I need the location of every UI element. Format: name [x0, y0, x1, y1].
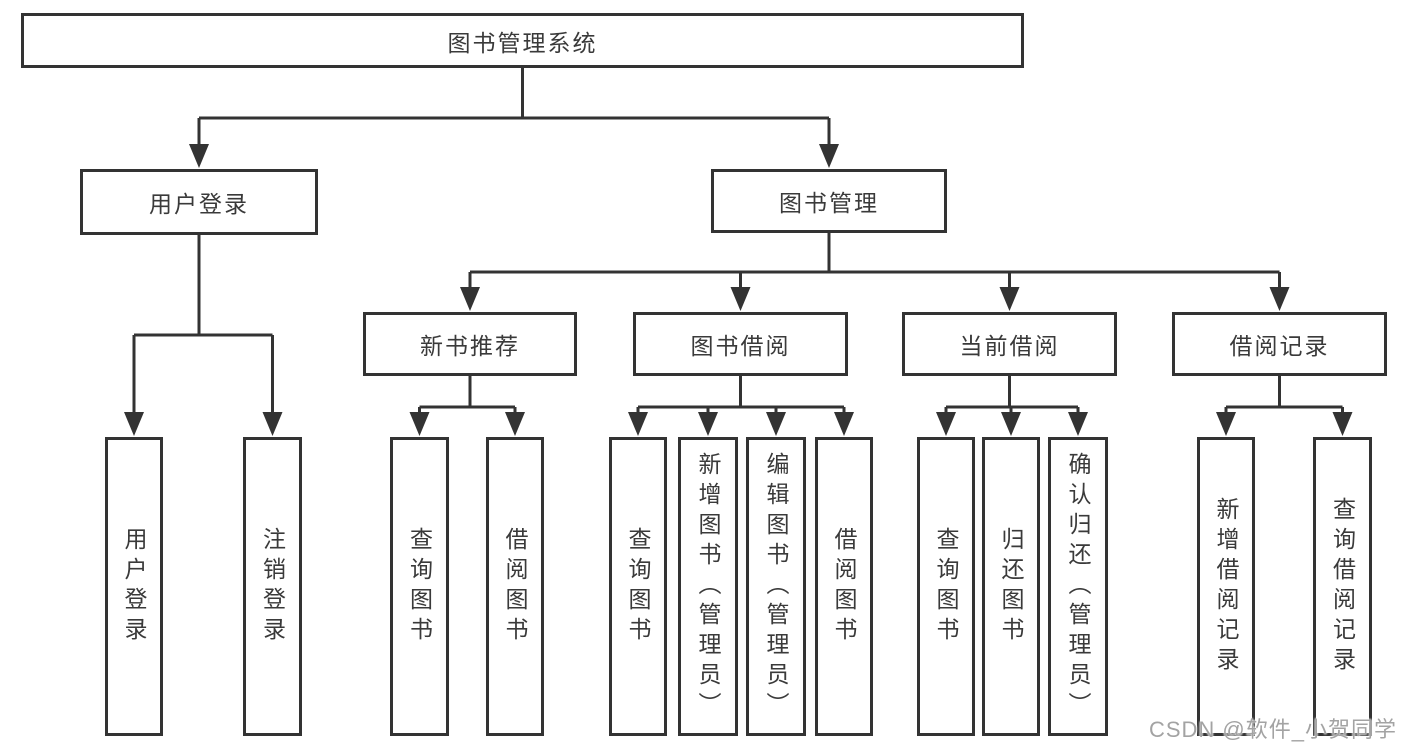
node-add-borrow-record: 新增借阅记录 [1197, 437, 1255, 736]
node-query-books-current: 查询图书 [917, 437, 975, 736]
node-borrow-books-leaf: 借阅图书 [815, 437, 873, 736]
node-query-books-recommend: 查询图书 [390, 437, 449, 736]
arrowhead [189, 144, 209, 168]
node-query-books-borrow: 查询图书 [609, 437, 667, 736]
arrowhead [1068, 412, 1088, 436]
connector-user-login-arrows [124, 412, 283, 436]
connector-user-login [132, 235, 274, 414]
arrowhead [460, 287, 480, 311]
node-logout: 注销登录 [243, 437, 302, 736]
arrowhead [1332, 412, 1353, 436]
node-book-borrow: 图书借阅 [633, 312, 848, 376]
node-user-login-leaf: 用户登录 [105, 437, 163, 736]
node-user-login: 用户登录 [80, 169, 318, 235]
connector-book-borrow [636, 376, 846, 414]
node-book-management: 图书管理 [711, 169, 947, 233]
node-new-book-recommend: 新书推荐 [363, 312, 577, 376]
node-current-borrow: 当前借阅 [902, 312, 1117, 376]
node-add-books-admin: 新增图书（管理员） [678, 437, 738, 736]
connector-borrow-records-arrows [1216, 412, 1353, 436]
connector-book-borrow-arrows [628, 412, 854, 436]
connector-current-borrow-arrows [936, 412, 1088, 436]
arrowhead [766, 412, 786, 436]
node-confirm-return-admin: 确认归还（管理员） [1048, 437, 1108, 736]
arrowhead [1001, 412, 1021, 436]
connector-book-management-arrows [460, 287, 1290, 311]
csdn-watermark: CSDN @软件_小贺同学 [1148, 717, 1397, 742]
node-edit-books-admin: 编辑图书（管理员） [746, 437, 806, 736]
arrowhead [262, 412, 283, 436]
connector-root [197, 68, 831, 148]
arrowhead [124, 412, 144, 436]
arrowhead [834, 412, 854, 436]
node-query-borrow-record: 查询借阅记录 [1313, 437, 1372, 736]
arrowhead [819, 144, 839, 168]
arrowhead [999, 287, 1020, 311]
connector-new-book [418, 376, 517, 414]
connector-current-borrow [944, 376, 1080, 414]
arrowhead [505, 412, 525, 436]
arrowhead [698, 412, 718, 436]
connector-root-arrows [189, 144, 839, 168]
node-return-books: 归还图书 [982, 437, 1040, 736]
node-borrow-records: 借阅记录 [1172, 312, 1387, 376]
connector-new-book-arrows [409, 412, 525, 436]
arrowhead [936, 412, 956, 436]
arrowhead [628, 412, 648, 436]
node-borrow-books-recommend: 借阅图书 [486, 437, 544, 736]
arrowhead [1269, 287, 1290, 311]
node-library-management-system: 图书管理系统 [21, 13, 1024, 68]
arrowhead [730, 287, 751, 311]
arrowhead [409, 412, 430, 436]
connector-book-management [468, 233, 1281, 290]
connector-borrow-records [1224, 376, 1344, 414]
arrowhead [1216, 412, 1236, 436]
